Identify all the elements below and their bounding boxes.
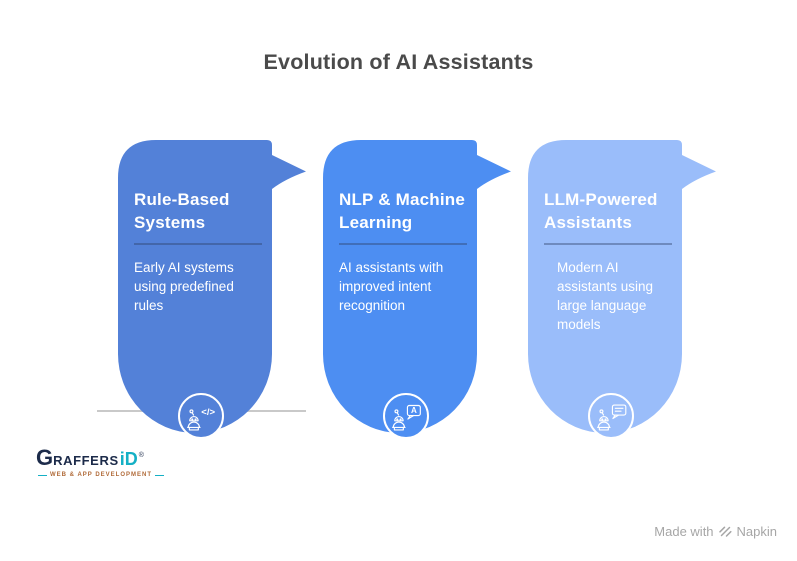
card-rule-based-systems: Rule-Based Systems Early AI systems usin… [118,140,308,442]
card-description: AI assistants with improved intent recog… [339,260,444,313]
robot-chat-bubble-icon [588,393,634,439]
card-nlp-machine-learning: NLP & Machine Learning AI assistants wit… [323,140,513,442]
card-heading: NLP & Machine Learning [339,190,466,232]
card-description: Modern AI assistants using large languag… [557,260,654,332]
diagram-title: Evolution of AI Assistants [263,50,534,74]
logo-tagline: WEB & APP DEVELOPMENT [50,472,153,478]
card-llm-powered-assistants: LLM-Powered Assistants Modern AI assista… [528,140,718,442]
card-text-block: Rule-Based Systems Early AI systems usin… [118,140,272,315]
card-text-block: LLM-Powered Assistants Modern AI assista… [528,140,682,334]
robot-speech-a-icon: A [383,393,429,439]
robot-code-icon: </> [178,393,224,439]
speech-bubble-shape [118,140,306,433]
svg-text:A: A [411,406,417,415]
speech-bubble-shape [528,140,716,433]
logo-graffers-text: RAFFERS [53,453,119,468]
svg-text:</>: </> [201,407,215,418]
registered-trademark-icon: ® [138,452,144,459]
napkin-brand-label: Napkin [736,524,777,539]
card-heading: LLM-Powered Assistants [544,190,658,232]
card-text-block: NLP & Machine Learning AI assistants wit… [323,140,477,315]
made-with-label: Made with [654,524,714,539]
napkin-logo-icon [718,526,732,537]
card-divider [544,243,672,245]
logo-tagline-row: WEB & APP DEVELOPMENT [38,472,165,478]
made-with-napkin: Made with Napkin [654,524,777,539]
tagline-dash-right [155,474,165,476]
card-divider [339,243,467,245]
speech-bubble-shape [323,140,511,433]
logo-initial: G [36,445,54,470]
card-heading: Rule-Based Systems [134,190,230,232]
card-description: Early AI systems using predefined rules [134,260,234,313]
tagline-dash-left [38,474,47,476]
card-divider [134,243,262,245]
logo-id-text: iD [119,449,138,469]
